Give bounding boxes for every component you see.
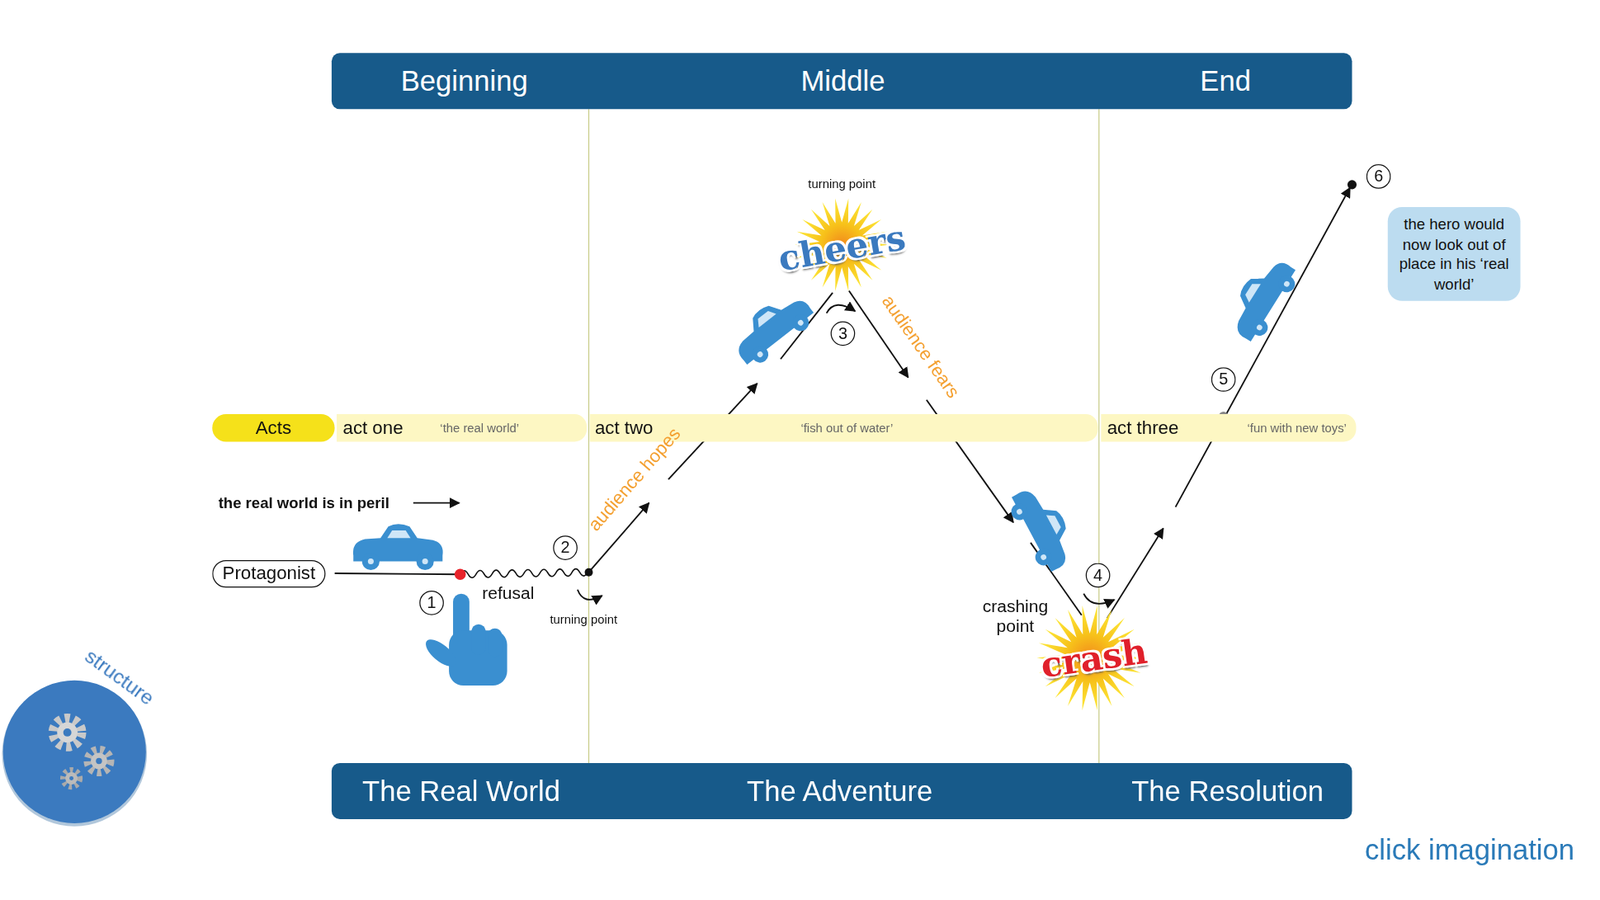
turn-dot — [585, 568, 594, 577]
audience-label: audience fears — [877, 291, 964, 403]
call-dot — [454, 568, 467, 581]
watermark: click imagination — [1364, 835, 1575, 869]
node-text: ‘fish out of water’ — [800, 420, 893, 435]
car-icon — [353, 523, 444, 571]
car-icon — [725, 284, 820, 372]
act-band: act one ‘the real world’ — [336, 414, 587, 442]
node-text: act two — [594, 417, 654, 439]
callout-number: 2 — [552, 535, 578, 561]
peril-arrow — [413, 502, 460, 505]
callout-number: 1 — [419, 590, 444, 616]
node-text: End — [1199, 65, 1251, 99]
turning-point-label: turning point — [549, 612, 618, 627]
plot-path — [577, 188, 1350, 619]
callout-number: 6 — [1366, 164, 1392, 189]
callout-number: 3 — [830, 321, 856, 347]
node-text: Acts — [255, 417, 292, 439]
refusal-label: refusal — [481, 583, 534, 605]
node-text: The Real World — [362, 774, 561, 808]
node-text: Protagonist — [222, 561, 317, 586]
protagonist-box: Protagonist — [212, 560, 326, 588]
car-icon — [1004, 480, 1083, 576]
section-bar: Beginning Middle End — [331, 52, 1353, 109]
node-text: ‘fun with new toys’ — [1247, 420, 1347, 435]
note-box: the hero would now look out of place in … — [1387, 207, 1521, 302]
refusal-wave — [460, 569, 589, 579]
node-text: act one — [342, 417, 403, 439]
starbursts — [794, 198, 1143, 712]
act-band: act three ‘fun with new toys’ — [1100, 414, 1356, 442]
node-text: Beginning — [401, 65, 529, 99]
callout-number: 5 — [1211, 367, 1237, 392]
act-band: Acts — [212, 414, 335, 442]
node-text: ‘the real world’ — [439, 420, 520, 435]
story-line — [335, 573, 460, 575]
crashing-point-label: crashing point — [969, 598, 1062, 637]
node-text: act three — [1107, 417, 1180, 439]
node-text: The Resolution — [1131, 774, 1324, 808]
end-dot — [1347, 179, 1357, 189]
turning-point-label: turning point — [807, 176, 876, 191]
node-text: The Adventure — [746, 774, 933, 808]
node-text: the hero would now look out of place in … — [1393, 214, 1515, 294]
node-text: Middle — [800, 65, 885, 99]
crash-burst-text: crash — [1038, 630, 1150, 686]
structure-icon — [1, 680, 147, 827]
callout-number: 4 — [1085, 563, 1111, 589]
section-bar: The Real World The Adventure The Resolutio… — [331, 763, 1353, 820]
note-text: the real world is in peril — [218, 494, 390, 512]
car-icon — [1220, 250, 1303, 346]
